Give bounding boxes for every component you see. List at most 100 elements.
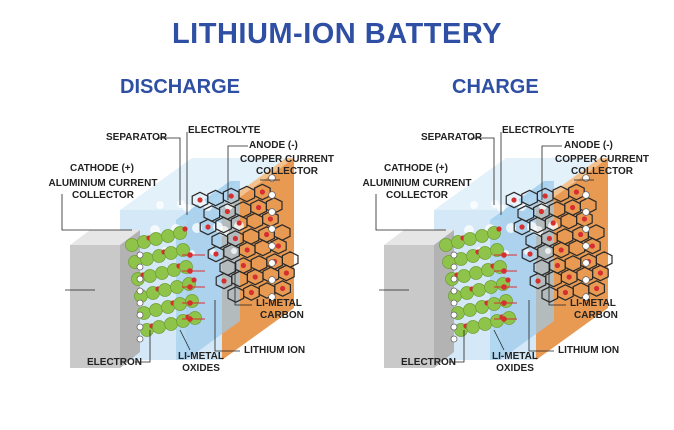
lithium-ion-in-graphite: [213, 251, 219, 257]
cathode-particle: [469, 266, 483, 280]
electron-dot: [582, 191, 590, 199]
cathode-particle: [490, 243, 504, 257]
electrolyte-bubble: [147, 182, 153, 188]
cathode-particle: [478, 246, 492, 260]
electrolyte-bubble: [461, 182, 467, 188]
lithium-ion-in-graphite: [519, 224, 525, 230]
cathode-particle: [158, 283, 172, 297]
electron-dot: [582, 293, 590, 301]
electron-dot: [582, 208, 590, 216]
graphite-hexagon: [254, 183, 271, 201]
electron-dot: [582, 242, 590, 250]
li-metal-oxides-leader-line: [493, 329, 505, 351]
electron-dot: [136, 323, 144, 331]
electron-dot: [450, 275, 458, 283]
lithium-ion-in-graphite: [573, 189, 580, 195]
aluminium-collector-top: [384, 230, 454, 245]
electron-dot: [268, 225, 276, 233]
electron-dot: [136, 335, 144, 343]
electron-dot: [268, 293, 276, 301]
graphite-hexagon: [568, 183, 585, 201]
lithium-ion-in-graphite: [256, 204, 262, 211]
lithium-ion-in-graphite: [578, 231, 584, 238]
electron-dot: [268, 208, 276, 216]
electrolyte-bubble: [506, 223, 516, 233]
lithium-ion-in-graphite: [594, 285, 600, 292]
lithium-ion-in-graphite: [562, 289, 569, 296]
cathode-particle: [463, 303, 477, 317]
electron-dot: [268, 259, 276, 267]
graphite-hexagon: [270, 237, 287, 255]
li-metal-oxides-leader-line: [179, 329, 191, 351]
graphite-hexagon: [588, 280, 605, 297]
electrolyte-top: [120, 158, 294, 210]
electrolyte-label: ELECTROLYTE: [502, 125, 575, 136]
electron-dot: [582, 259, 590, 267]
electron-dot: [136, 251, 144, 259]
electron-leader-line: [449, 330, 465, 363]
cathode-particle: [164, 317, 178, 331]
lithium-ion-in-graphite: [197, 197, 203, 203]
cathode-particle: [164, 246, 178, 260]
lithium-ion-label: LITHIUM ION: [244, 345, 306, 356]
cathode-particle: [176, 243, 190, 257]
electrolyte-bubble: [231, 248, 237, 254]
electrolyte-bubble: [470, 201, 478, 209]
cathode-particle: [463, 232, 477, 246]
electrolyte-top: [434, 158, 608, 210]
aluminium-collector-front: [70, 245, 120, 368]
cathode-label: CATHODE (+): [384, 163, 448, 174]
electron-dot: [450, 251, 458, 259]
cathode-particle: [475, 229, 489, 243]
electrolyte-bubble: [545, 248, 551, 254]
carbon-leader-line: [234, 262, 252, 306]
graphite-hexagon: [274, 280, 291, 297]
lithium-ion-in-graphite: [581, 216, 588, 222]
cathode-label: CATHODE (+): [70, 163, 134, 174]
carbon-leader-line: [548, 262, 566, 306]
electrolyte-label: ELECTROLYTE: [188, 125, 261, 136]
lithium-ion-in-graphite: [228, 193, 234, 199]
graphite-hexagon: [584, 237, 601, 255]
aluminium-collector-leader-line: [61, 194, 132, 231]
lithium-ion-in-graphite: [558, 247, 564, 253]
cathode-particle: [478, 317, 492, 331]
cathode-particle: [149, 303, 163, 317]
diagram-title: LITHIUM-ION BATTERY: [171, 18, 503, 50]
lithium-ion-in-cathode: [505, 277, 511, 283]
electron-dot: [268, 242, 276, 250]
cathode-particle: [155, 266, 169, 280]
lithium-ion-in-graphite: [236, 220, 242, 226]
electron-dot: [450, 263, 458, 271]
anode-leader-line: [541, 145, 562, 200]
electron-leader-line: [135, 330, 151, 363]
separator-label: SEPARATOR: [106, 132, 168, 143]
charge-heading: CHARGE: [452, 76, 539, 98]
lithium-ion-in-graphite: [570, 204, 576, 211]
anode-leader-line: [227, 145, 248, 200]
aluminium-collector-top: [70, 230, 140, 245]
lithium-ion-in-cathode: [191, 277, 197, 283]
electron-label: ELECTRON: [87, 357, 142, 368]
lithium-ion-in-graphite: [275, 243, 281, 249]
lithium-ion-leader-line: [214, 300, 240, 352]
cathode-particle: [173, 297, 187, 311]
lithium-ion-in-graphite: [248, 289, 254, 296]
electron-dot: [136, 287, 144, 295]
cathode-particle: [466, 320, 480, 334]
lithium-ion-in-graphite: [205, 224, 211, 230]
lithium-ion-in-graphite: [259, 189, 265, 195]
electron-dot: [268, 191, 276, 199]
electron-dot: [582, 225, 590, 233]
separator-label: SEPARATOR: [421, 132, 483, 143]
lithium-ion-in-graphite: [597, 270, 604, 276]
cathode-particle: [457, 269, 471, 283]
cathode-particle: [185, 294, 199, 308]
cathode-particle: [161, 229, 175, 243]
lithium-ion-in-graphite: [221, 278, 227, 284]
cathode-particle: [143, 269, 157, 283]
